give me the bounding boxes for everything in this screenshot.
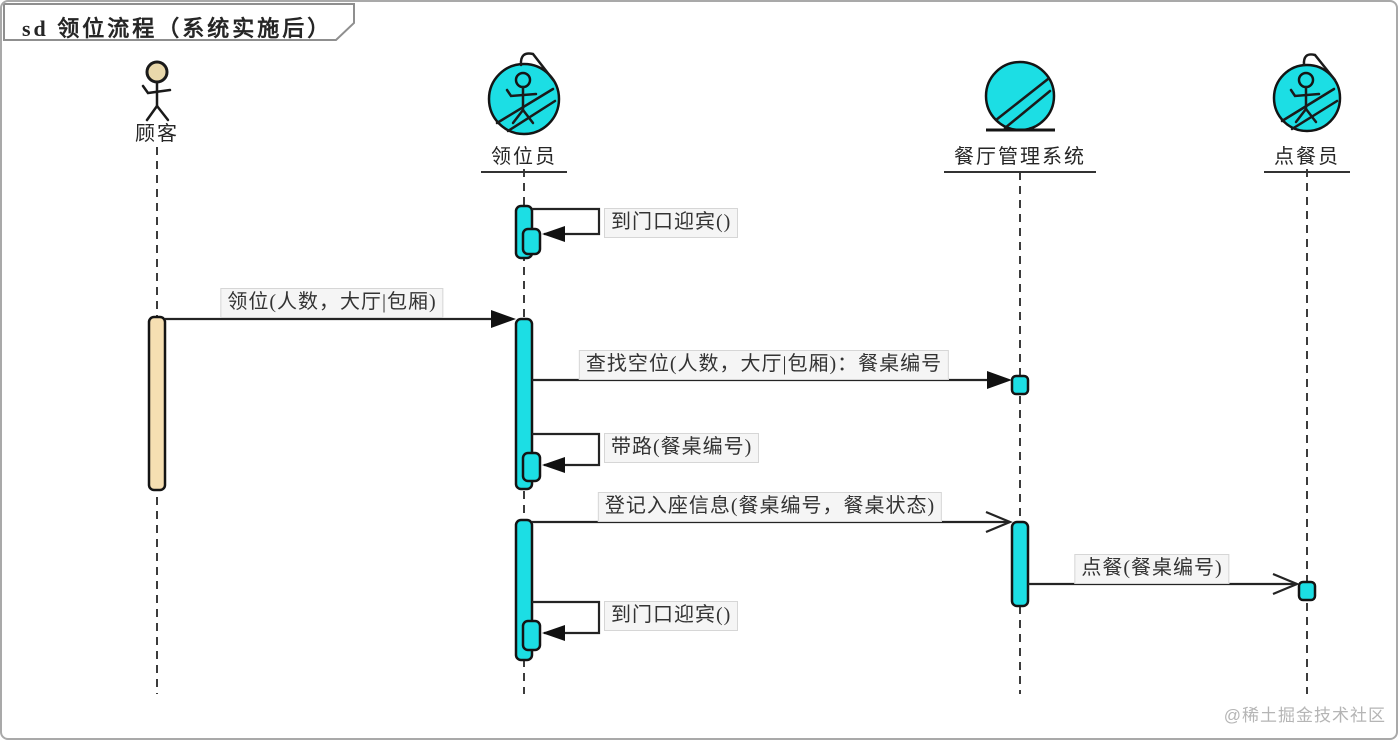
lifeline-label-order-taker: 点餐员 [1264, 140, 1350, 173]
message-arrow-3 [532, 371, 1012, 389]
lifeline-label-system: 餐厅管理系统 [944, 140, 1096, 173]
activation-bar-order-taker [1297, 580, 1317, 602]
business-worker-icon-host [487, 52, 561, 136]
activation-bar-system-2 [1010, 520, 1030, 608]
message-label-greet-at-door-1: 到门口迎宾() [604, 208, 739, 238]
self-message-arrow-7 [532, 600, 601, 641]
business-entity-icon-system [984, 60, 1056, 132]
message-arrow-5 [532, 510, 1013, 534]
message-label-order-food: 点餐(餐桌编号) [1074, 554, 1230, 584]
message-arrow-2 [165, 310, 516, 328]
message-label-find-empty-seat: 查找空位(人数，大厅|包厢)：餐桌编号 [578, 350, 950, 380]
message-label-lead-the-way: 带路(餐桌编号) [604, 433, 760, 463]
business-worker-icon-order-taker [1272, 53, 1342, 133]
activation-bar-host-1 [514, 204, 542, 260]
activation-bar-customer [147, 315, 167, 492]
activation-bar-host-2 [514, 317, 542, 491]
actor-icon [141, 60, 172, 122]
activation-bar-host-3 [514, 518, 542, 662]
self-message-arrow-4 [532, 432, 601, 473]
frame-title: sd 领位流程（系统实施后） [22, 16, 333, 41]
message-label-register-seating-info: 登记入座信息(餐桌编号，餐桌状态) [597, 492, 943, 522]
frame-title-tab [3, 3, 355, 41]
watermark: @稀土掘金技术社区 [1223, 706, 1386, 725]
self-message-arrow-1 [532, 207, 601, 242]
message-label-lead-to-seat: 领位(人数，大厅|包厢) [220, 288, 444, 318]
lifeline-label-host: 领位员 [481, 140, 567, 173]
lifeline-label-customer: 顾客 [135, 123, 179, 145]
message-arrow-6 [1028, 572, 1300, 596]
message-label-greet-at-door-2: 到门口迎宾() [604, 601, 739, 631]
activation-bar-system-1 [1010, 374, 1030, 396]
